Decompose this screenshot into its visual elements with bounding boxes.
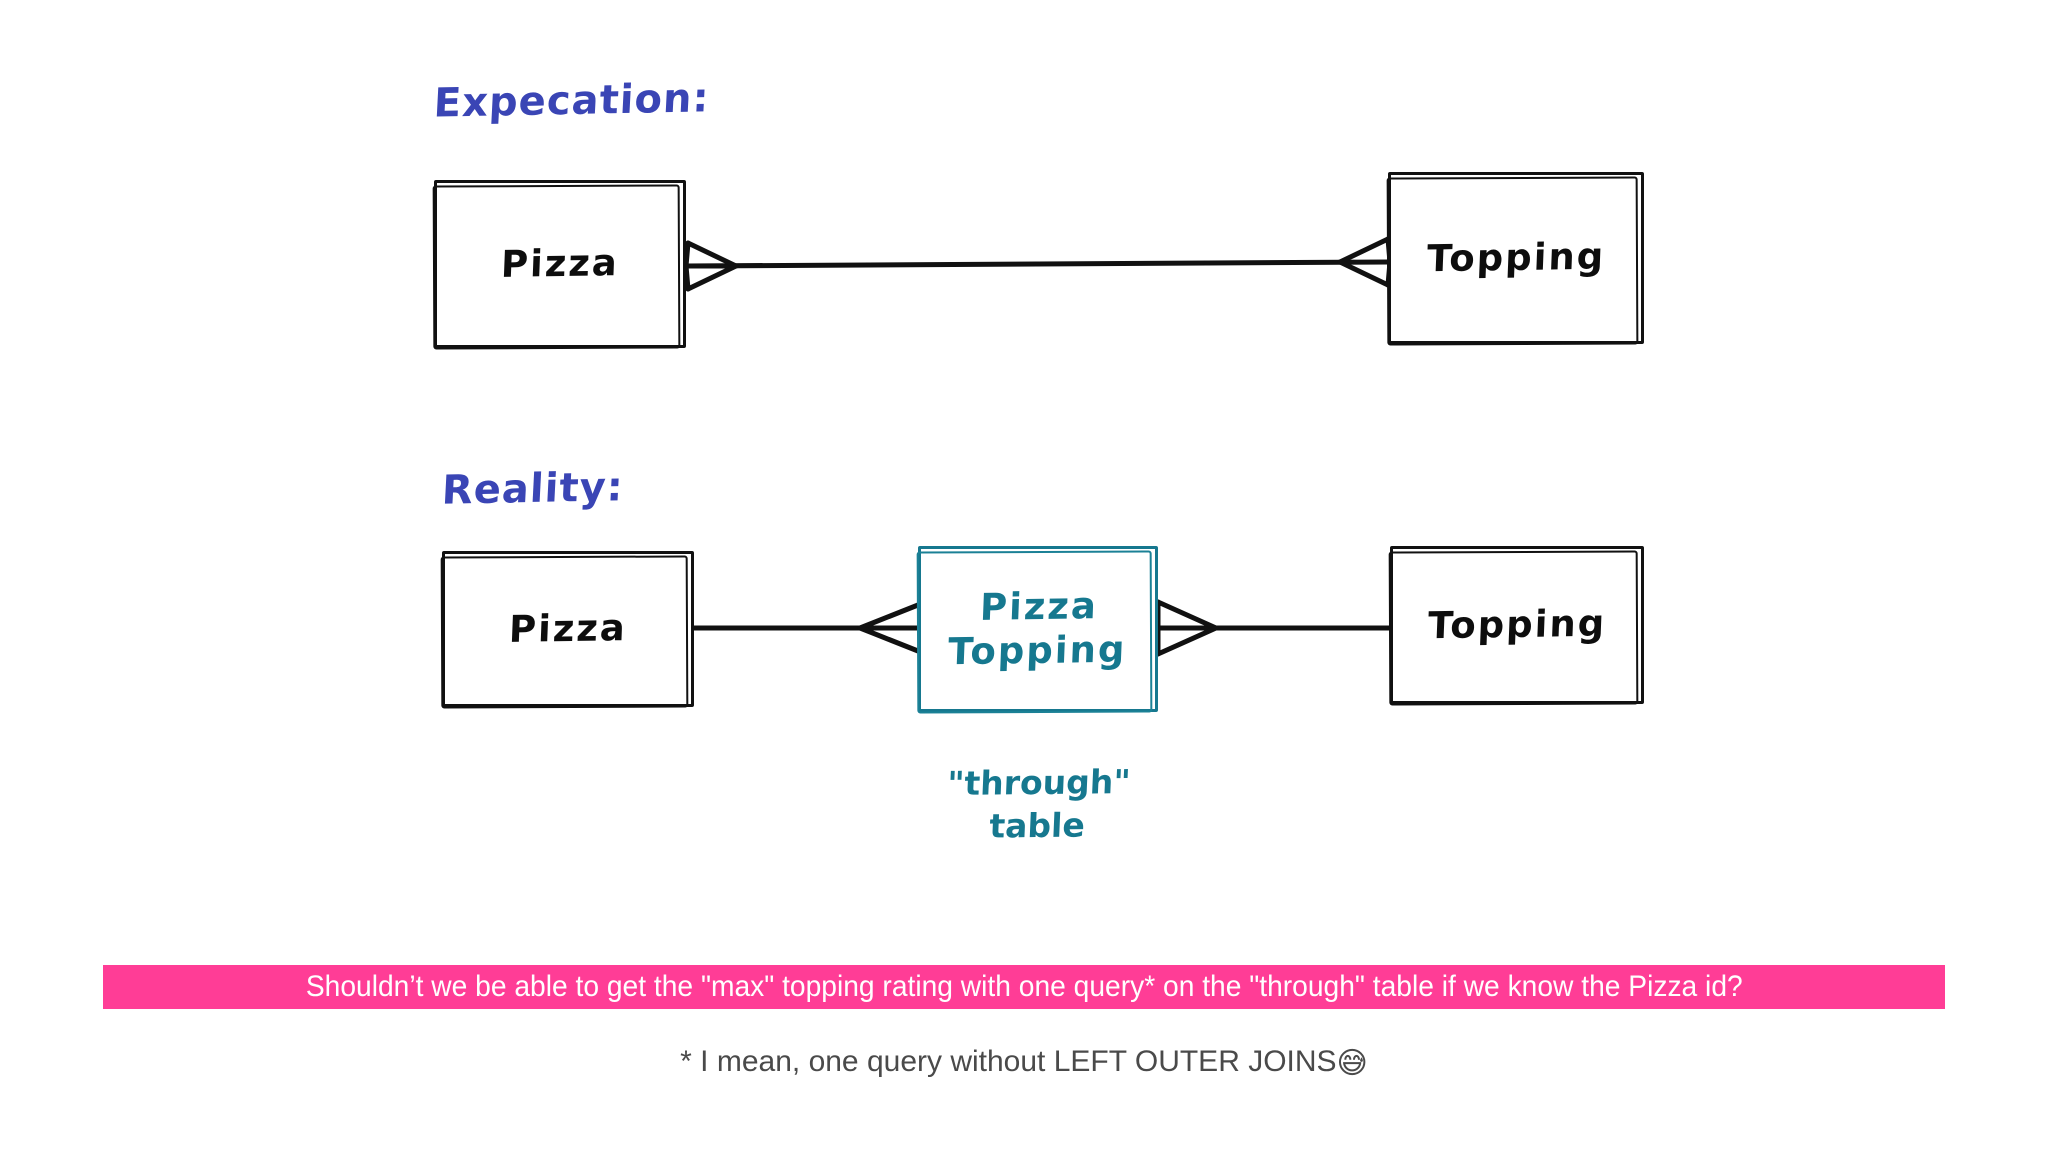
crowsfoot-left-expectation bbox=[683, 240, 739, 292]
grinning-face-with-sweat-icon: 😅 bbox=[1336, 1046, 1368, 1081]
connector-line-expectation bbox=[683, 259, 1393, 269]
entity-box-pizza-reality[interactable]: Pizza bbox=[442, 551, 694, 707]
heading-expectation: Expecation: bbox=[432, 75, 711, 127]
question-banner-text: Shouldn’t we be able to get the "max" to… bbox=[305, 970, 1743, 1003]
entity-label-pizza-expectation: Pizza bbox=[500, 241, 620, 286]
crowsfoot-join-right bbox=[1155, 599, 1219, 657]
through-table-caption: "through" table bbox=[946, 762, 1132, 846]
crowsfoot-join-left bbox=[857, 602, 921, 654]
footnote: * I mean, one query without LEFT OUTER J… bbox=[0, 1045, 2048, 1081]
entity-box-topping-expectation[interactable]: Topping bbox=[1388, 172, 1644, 344]
entity-box-pizza-expectation[interactable]: Pizza bbox=[434, 180, 686, 348]
entity-label-pizza-topping-join: Pizza Topping bbox=[947, 584, 1128, 674]
entity-label-topping-expectation: Topping bbox=[1426, 234, 1607, 281]
entity-box-pizza-topping-join[interactable]: Pizza Topping bbox=[918, 546, 1158, 712]
crowsfoot-right-expectation bbox=[1337, 236, 1393, 288]
question-banner: Shouldn’t we be able to get the "max" to… bbox=[103, 965, 1945, 1009]
footnote-text: * I mean, one query without LEFT OUTER J… bbox=[680, 1045, 1337, 1078]
entity-label-topping-reality: Topping bbox=[1427, 601, 1608, 648]
heading-reality: Reality: bbox=[440, 464, 625, 514]
entity-label-pizza-reality: Pizza bbox=[508, 606, 628, 651]
entity-box-topping-reality[interactable]: Topping bbox=[1390, 546, 1644, 704]
